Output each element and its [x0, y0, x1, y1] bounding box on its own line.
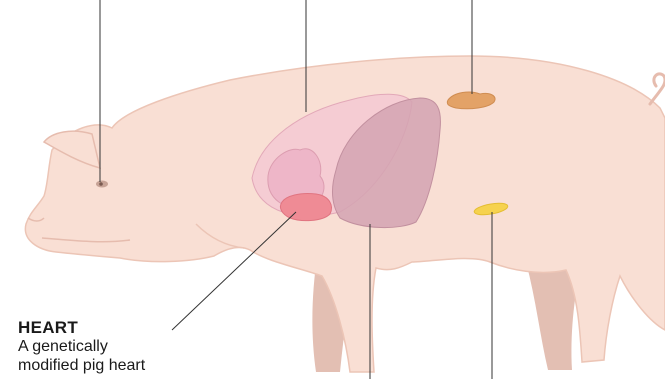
heart-callout-title: HEART [18, 318, 145, 337]
eye-pupil [99, 182, 103, 186]
heart-organ [280, 193, 331, 220]
heart-callout: HEART A genetically modified pig heart [18, 318, 145, 375]
heart-callout-desc-line1: A genetically [18, 337, 145, 356]
pig-tail [650, 74, 665, 104]
heart-callout-desc-line2: modified pig heart [18, 356, 145, 375]
